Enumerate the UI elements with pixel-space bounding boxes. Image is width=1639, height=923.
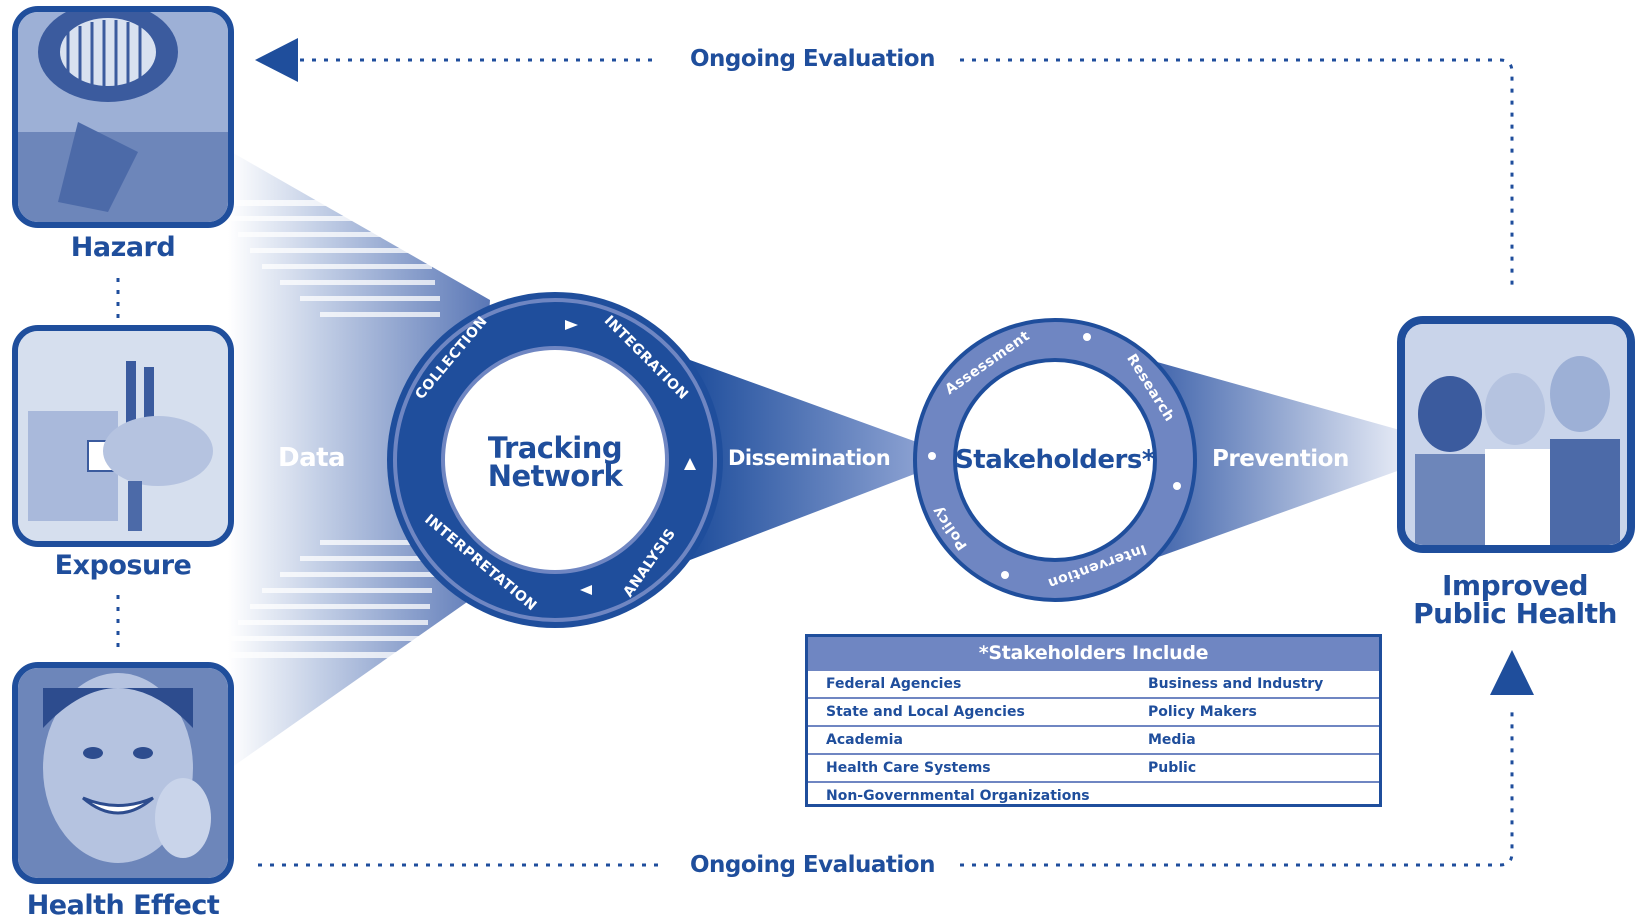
table-cell: Federal Agencies <box>826 676 962 692</box>
binary-streams <box>215 200 440 658</box>
evaluation-arrow-left-icon <box>255 38 298 82</box>
dissemination-label: Dissemination <box>728 446 891 470</box>
exposure-photo <box>12 325 234 547</box>
hazard-photo <box>12 6 234 228</box>
table-cell: State and Local Agencies <box>826 704 1025 720</box>
tracking-line1: Tracking <box>487 431 623 465</box>
stakeholder-dot <box>1173 482 1181 490</box>
data-cone <box>228 150 490 770</box>
stakeholder-ring-inner <box>953 358 1157 562</box>
hazard-image-icon <box>18 12 228 222</box>
tracking-network-label: Tracking Network <box>465 431 645 493</box>
tracking-line2: Network <box>487 459 623 493</box>
exposure-label: Exposure <box>54 550 192 581</box>
improved-public-health-photo <box>1397 316 1635 553</box>
table-cell: Academia <box>826 732 903 748</box>
table-cell: Media <box>1148 732 1196 748</box>
health-effect-photo <box>12 662 234 884</box>
hazard-label: Hazard <box>70 232 176 263</box>
children-image-icon <box>1405 324 1627 545</box>
table-row: Health Care Systems Public <box>808 753 1379 781</box>
prevention-cone <box>1150 360 1400 560</box>
evaluation-arrow-up-icon <box>1490 650 1534 695</box>
exposure-image-icon <box>18 331 228 541</box>
table-cell <box>1148 783 1379 809</box>
evaluation-loop <box>116 58 1514 867</box>
table-cell: Non-Governmental Organizations <box>826 788 1090 804</box>
stakeholder-dot <box>928 452 936 460</box>
table-cell: Health Care Systems <box>826 760 991 776</box>
improved-line1: Improved <box>1442 569 1588 602</box>
health-effect-label: Health Effect <box>26 890 220 921</box>
table-row: Non-Governmental Organizations <box>808 781 1379 809</box>
stakeholders-table: *Stakeholders Include Federal Agencies B… <box>805 634 1382 807</box>
table-row: Academia Media <box>808 725 1379 753</box>
table-cell: Policy Makers <box>1148 704 1257 720</box>
health-effect-image-icon <box>18 668 228 878</box>
prevention-label: Prevention <box>1212 446 1349 472</box>
data-label: Data <box>278 443 346 473</box>
dissemination-cone <box>690 360 925 560</box>
tracking-ring-inner <box>441 346 669 574</box>
table-row: Federal Agencies Business and Industry <box>808 669 1379 697</box>
table-row: State and Local Agencies Policy Makers <box>808 697 1379 725</box>
table-cell: Public <box>1148 760 1197 776</box>
stakeholder-dot <box>1001 571 1009 579</box>
table-cell: Business and Industry <box>1148 676 1324 692</box>
stakeholders-table-title: *Stakeholders Include <box>808 637 1379 669</box>
improved-line2: Public Health <box>1413 597 1617 630</box>
ongoing-evaluation-bottom: Ongoing Evaluation <box>690 852 935 878</box>
ongoing-evaluation-top: Ongoing Evaluation <box>690 46 935 72</box>
improved-public-health-label: Improved Public Health <box>1395 572 1635 628</box>
ring-arrows <box>565 320 696 595</box>
stakeholders-label: Stakeholders* <box>955 445 1155 475</box>
stakeholder-dot <box>1083 333 1091 341</box>
tracking-ring-edge <box>393 298 717 622</box>
